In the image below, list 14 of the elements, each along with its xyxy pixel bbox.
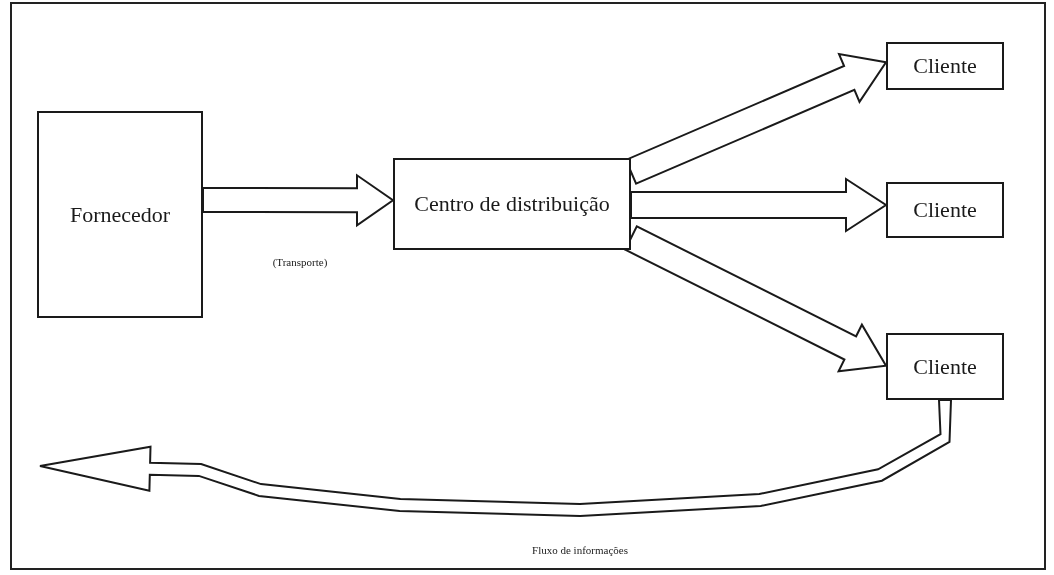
box-label: Cliente xyxy=(913,352,977,381)
box-label: Fornecedor xyxy=(69,200,171,229)
block-arrow xyxy=(202,173,395,228)
block-arrow xyxy=(39,399,953,517)
process-box xyxy=(886,333,1004,400)
box-label: Centro de distribuição xyxy=(414,190,610,218)
process-box xyxy=(37,111,203,318)
block-arrow xyxy=(623,225,888,373)
box-label: Cliente xyxy=(913,196,977,224)
process-box xyxy=(393,158,631,250)
box-label: Cliente xyxy=(913,52,977,80)
block-arrow xyxy=(630,177,888,233)
process-box xyxy=(886,182,1004,238)
process-box xyxy=(886,42,1004,90)
